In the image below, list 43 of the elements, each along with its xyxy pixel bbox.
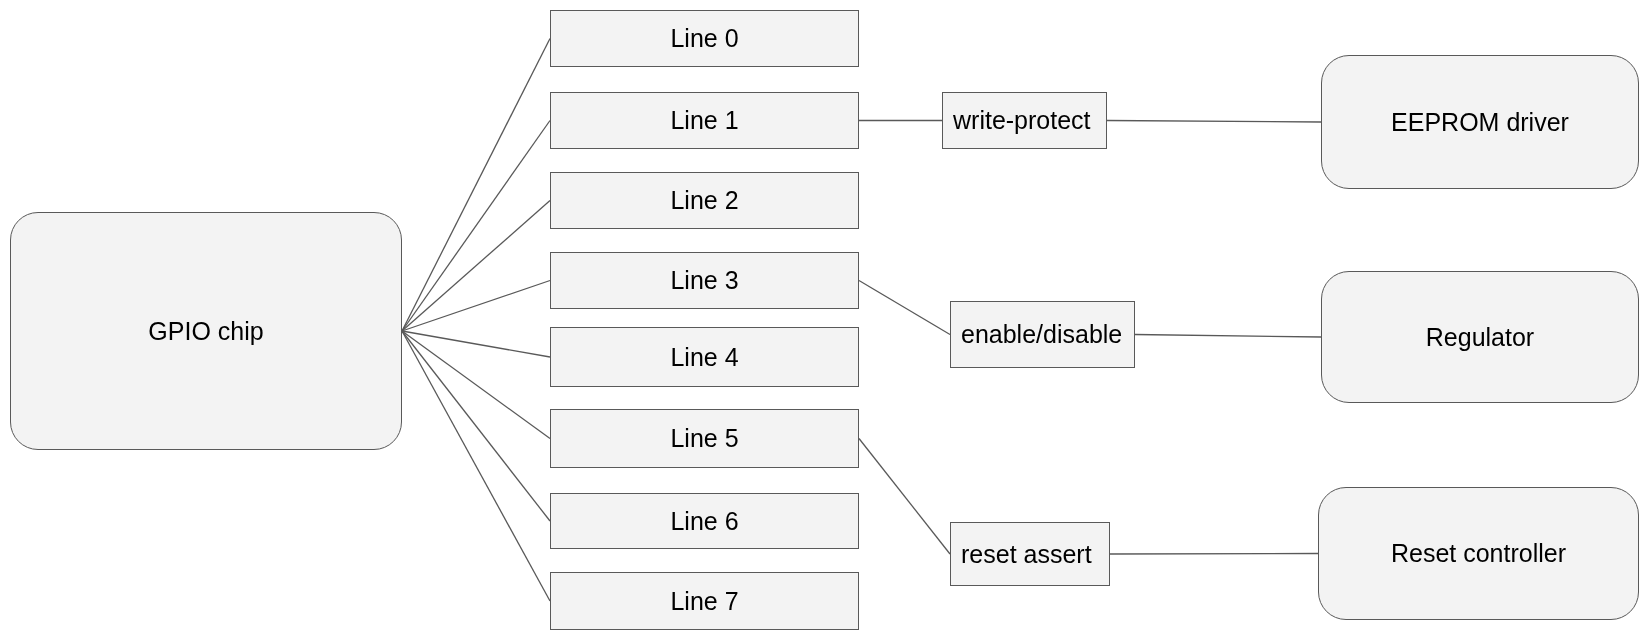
node-label: GPIO chip — [148, 316, 264, 346]
connector-line — [858, 279, 951, 336]
node-label: Reset controller — [1390, 539, 1567, 568]
connector-line — [1134, 333, 1322, 338]
connector-line — [401, 199, 551, 332]
process-box — [550, 493, 859, 549]
node-label: write-protect — [953, 106, 1091, 135]
connector-line — [401, 279, 551, 332]
process-box — [550, 172, 859, 229]
connector-line — [401, 119, 551, 332]
node-label: Line 5 — [670, 424, 739, 453]
node-label: Line 7 — [670, 586, 739, 616]
node-label: Line 1 — [670, 106, 739, 135]
node-label: Line 2 — [670, 186, 739, 215]
node-label: Line 3 — [670, 266, 739, 295]
process-box — [942, 92, 1107, 149]
node-label: Regulator — [1425, 322, 1535, 352]
node-label: enable/disable — [961, 320, 1123, 349]
connector-line — [401, 330, 551, 522]
process-box — [550, 92, 859, 149]
rounded-box — [10, 212, 402, 450]
process-box — [550, 327, 859, 387]
connector-line — [1109, 552, 1319, 555]
node-label: Line 4 — [670, 342, 739, 372]
process-box — [950, 301, 1135, 368]
process-box — [550, 572, 859, 630]
connector-line — [1106, 119, 1322, 123]
connector-line — [401, 330, 551, 358]
process-box — [550, 10, 859, 67]
node-label: Line 0 — [670, 24, 739, 53]
node-label: reset assert — [961, 539, 1092, 569]
rounded-box — [1321, 271, 1639, 403]
connector-line — [401, 330, 551, 440]
rounded-box — [1318, 487, 1639, 620]
connector-line — [858, 437, 951, 555]
connector-line — [401, 330, 551, 602]
node-label: Line 6 — [670, 506, 739, 536]
rounded-box — [1321, 55, 1639, 189]
process-box — [950, 522, 1110, 586]
connector-line — [858, 119, 943, 122]
process-box — [550, 409, 859, 468]
process-box — [550, 252, 859, 309]
node-label: EEPROM driver — [1391, 107, 1569, 137]
